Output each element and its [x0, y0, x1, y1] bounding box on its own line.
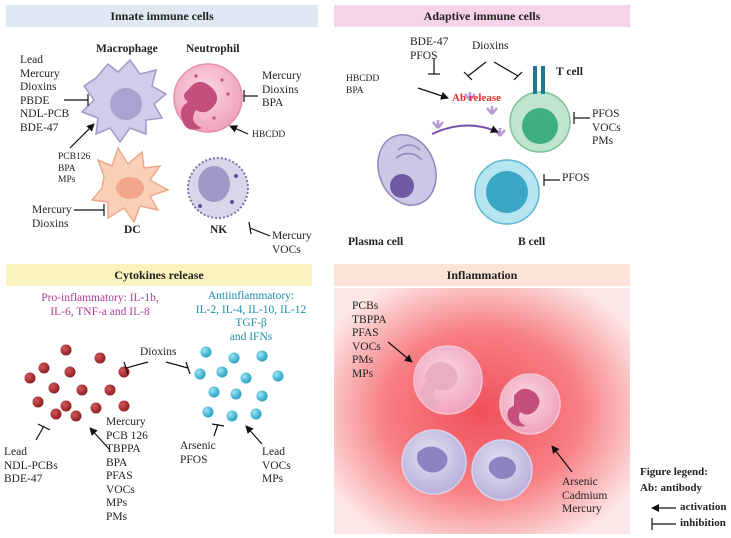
anti-activators: Lead VOCs MPs [262, 446, 291, 485]
inflammation-neutrophil-1 [413, 345, 483, 415]
pro-inflammatory-text: Pro-inflammatory: IL-1b, IL-6, TNF-a and… [41, 292, 159, 318]
pro-inflammatory-cytokine-dots [24, 344, 130, 422]
plasma-cell [377, 134, 437, 206]
inflammation-purple-cell-2 [471, 439, 533, 501]
nk-label: NK [210, 224, 228, 236]
adaptive-connectors [417, 58, 590, 186]
legend-symbols [651, 504, 676, 530]
inflammation-neutrophil-2 [499, 373, 561, 435]
adaptive-panel-title: Adaptive immune cells [334, 5, 630, 27]
cytokines-dioxins: Dioxins [140, 346, 177, 358]
plasma-cell-label: Plasma cell [348, 236, 404, 248]
nk-cell [187, 157, 249, 219]
b-cell [474, 159, 540, 225]
innate-panel-title: Innate immune cells [6, 5, 318, 27]
dc-label: DC [124, 224, 141, 236]
ab-release-label: Ab release [452, 92, 501, 104]
t-cell-label: T cell [556, 66, 583, 78]
cytokines-connectors [35, 361, 263, 451]
b-cell-label: B cell [518, 236, 546, 248]
pro-inhibitors: Lead NDL-PCBs BDE-47 [4, 446, 58, 485]
ab-activators: HBCDD BPA [346, 74, 380, 96]
ab-flow-arrow [431, 124, 499, 135]
inflammation-connectors [387, 341, 573, 473]
anti-inflammatory-text: Antiinflammatory: IL-2, IL-4, IL-10, IL-… [195, 290, 307, 343]
neutrophil-cell [173, 63, 243, 133]
macrophage-activators: PCB126 BPA MPs [58, 152, 91, 185]
adaptive-dioxins: Dioxins [472, 40, 509, 52]
dc-inhibitors: Mercury Dioxins [32, 204, 72, 230]
macrophage-cell [80, 58, 168, 144]
cytokines-panel-title: Cytokines release [6, 264, 312, 286]
neutrophil-activator: HBCDD [252, 130, 286, 140]
pro-activators: Mercury PCB 126 TBPPA BPA PFAS VOCs MPs … [106, 416, 148, 523]
inflammation-activators-bottom: Arsenic Cadmium Mercury [562, 476, 608, 515]
t-cell [509, 66, 571, 153]
macrophage-inhibitors: Lead Mercury Dioxins PBDE NDL-PCB BDE-47 [20, 54, 70, 134]
legend-title: Figure legend: [640, 466, 708, 478]
t-cell-inhibitors: PFOS VOCs PMs [592, 108, 621, 147]
anti-inflammatory-cytokine-dots [194, 346, 284, 422]
ab-inhibitors: BDE-47 PFOS [410, 36, 449, 62]
neutrophil-label: Neutrophil [186, 43, 240, 55]
b-cell-inhibitor: PFOS [562, 172, 590, 184]
inflammation-activators-top: PCBs TBPPA PFAS VOCs PMs MPs [352, 300, 387, 380]
macrophage-label: Macrophage [96, 43, 158, 55]
legend-activation: activation [680, 501, 727, 513]
inflammation-purple-cell-1 [401, 429, 467, 495]
innate-connectors [64, 90, 271, 237]
legend-inhibition: inhibition [680, 517, 726, 529]
antibodies [432, 92, 506, 137]
nk-inhibitors: Mercury VOCs [272, 230, 312, 256]
neutrophil-inhibitors: Mercury Dioxins BPA [262, 70, 302, 109]
anti-inhibitors: Arsenic PFOS [180, 440, 216, 466]
inflammation-panel-title: Inflammation [334, 264, 630, 286]
legend-ab: Ab: antibody [640, 482, 703, 494]
dendritic-cell [90, 146, 170, 224]
